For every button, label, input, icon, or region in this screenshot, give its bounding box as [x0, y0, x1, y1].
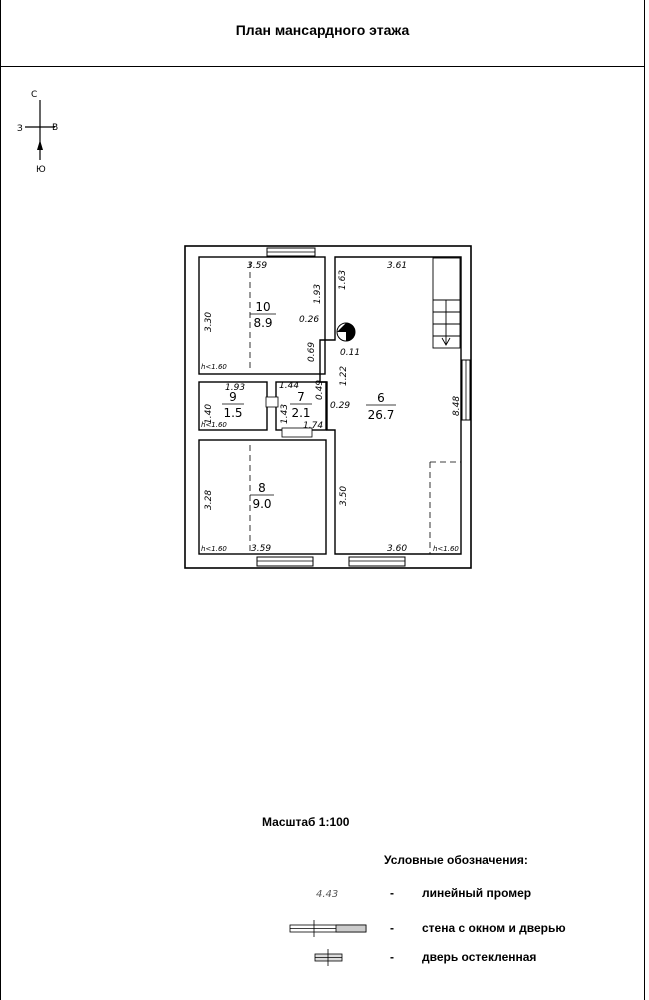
- legend-dash-3: -: [390, 950, 394, 964]
- page-title: План мансардного этажа: [235, 22, 410, 38]
- legend-glass-door-icon: [314, 949, 343, 966]
- dim-r9-left: 1.40: [204, 404, 214, 424]
- room-7-number: 7: [297, 390, 305, 404]
- room-6-number: 6: [377, 391, 385, 405]
- dim-r6-top: 3.61: [387, 261, 407, 271]
- scale-label: Масштаб 1:100: [262, 815, 350, 829]
- dim-r6-right: 8.48: [452, 396, 462, 416]
- legend-wall-window-door-icon: [289, 920, 367, 937]
- height-note-room-9: h<1.60: [201, 421, 227, 429]
- height-note-room-10: h<1.60: [201, 363, 227, 371]
- room-6-area: 26.7: [368, 408, 395, 422]
- dim-r8-bottom: 3.59: [251, 544, 271, 554]
- room-10-number: 10: [255, 300, 270, 314]
- dim-r7-bottom: 1.74: [303, 421, 323, 431]
- dim-r10-small: 0.26: [299, 315, 319, 325]
- compass-east: В: [52, 123, 58, 133]
- legend-title: Условные обозначения:: [384, 853, 528, 867]
- legend-dash-2: -: [390, 921, 394, 935]
- height-note-room-8: h<1.60: [201, 545, 227, 553]
- room-10-area: 8.9: [253, 316, 272, 330]
- legend-item-wall-window: стена с окном и дверью: [422, 921, 566, 935]
- door-room-9: [265, 396, 279, 408]
- room-10-walls: [198, 256, 326, 375]
- dim-r6-small: 0.29: [330, 401, 350, 411]
- room-7-area: 2.1: [291, 406, 310, 420]
- room-8-area: 9.0: [252, 497, 271, 511]
- chimney-icon: [336, 322, 356, 342]
- staircase: [432, 257, 461, 349]
- height-note-room-6: h<1.60: [433, 545, 459, 553]
- dim-r7-left: 1.43: [280, 404, 290, 424]
- dim-r10-top: 3.59: [247, 261, 267, 271]
- dim-r6-left: 1.63: [338, 270, 348, 290]
- dim-r6-lower-left: 3.50: [339, 486, 349, 506]
- dim-r10-left: 3.30: [204, 312, 214, 332]
- dim-r7-top: 1.44: [279, 381, 299, 391]
- legend-item-measure: линейный промер: [422, 886, 532, 900]
- dim-r6-chimney: 0.11: [340, 348, 360, 358]
- room-9-area: 1.5: [223, 406, 242, 420]
- compass-west: З: [17, 124, 23, 134]
- room-6-walls: [319, 256, 462, 555]
- room-9-number: 9: [229, 390, 237, 404]
- dim-r10-small2: 0.69: [307, 342, 317, 362]
- compass-north: С: [31, 90, 37, 100]
- room-8-number: 8: [258, 481, 266, 495]
- outer-wall: [184, 245, 472, 569]
- dim-r6-small2: 0.49: [315, 380, 325, 400]
- legend-sample-value: 4.43: [316, 889, 339, 900]
- compass-south: Ю: [36, 165, 46, 175]
- dim-r10-right: 1.93: [313, 284, 323, 304]
- window-room-8: [256, 556, 314, 567]
- dim-r9-top: 1.93: [225, 383, 245, 393]
- dim-r6-bottom: 3.60: [387, 544, 407, 554]
- compass-icon: С З В Ю: [17, 90, 58, 175]
- legend-item-glass-door: дверь остекленная: [422, 950, 537, 964]
- legend-dash-1: -: [390, 886, 394, 900]
- window-room-6-bottom: [348, 556, 406, 567]
- door-room-7: [281, 427, 313, 438]
- dim-r6-mid: 1.22: [339, 366, 349, 386]
- room-8-walls: [198, 439, 327, 555]
- dim-r8-left: 3.28: [204, 490, 214, 510]
